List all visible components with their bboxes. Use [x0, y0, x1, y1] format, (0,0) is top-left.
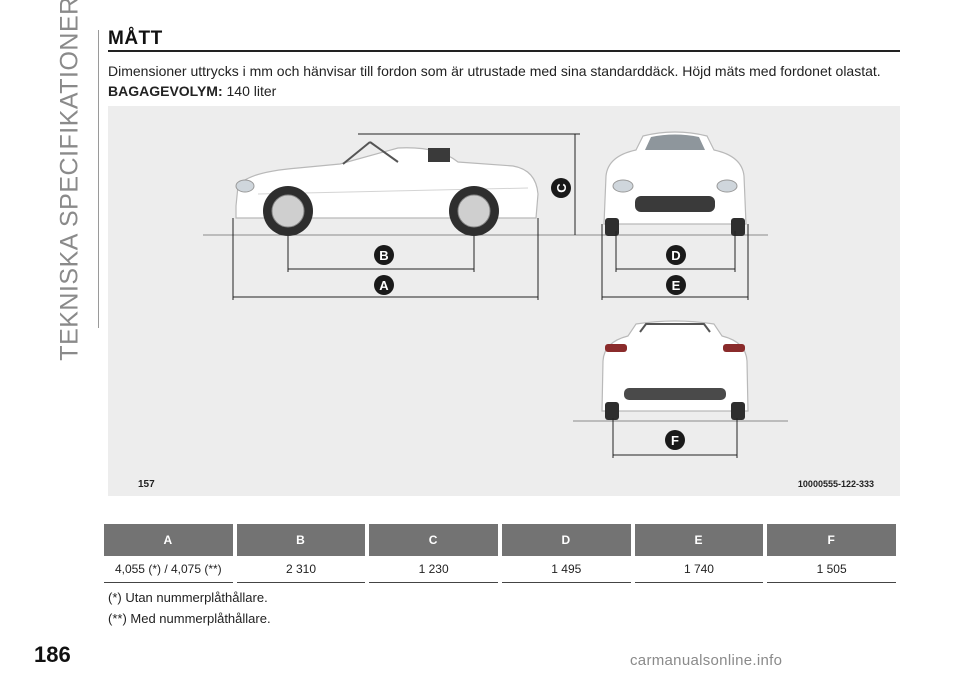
value-cell: 1 740	[634, 556, 764, 583]
badge-f: F	[665, 430, 685, 450]
badge-d: D	[666, 245, 686, 265]
title-divider	[108, 50, 900, 52]
badge-f-label: F	[671, 433, 679, 448]
value-cell: 2 310	[236, 556, 366, 583]
header-cell: C	[369, 524, 498, 556]
car-rear-view	[601, 320, 749, 420]
header-cell: A	[104, 524, 233, 556]
luggage-value: 140 liter	[226, 83, 277, 99]
table-row: 4,055 (*) / 4,075 (**) 2 310 1 230 1 495…	[104, 556, 896, 583]
dimensions-illustration: A B C D E F	[203, 131, 788, 458]
header-cell: F	[767, 524, 896, 556]
table-header-row: A B C D E F	[104, 524, 896, 556]
page-number: 186	[34, 642, 71, 667]
car-front-view	[603, 131, 747, 236]
figure-code: 10000555-122-333	[797, 479, 874, 489]
value-cell: 1 505	[767, 556, 896, 583]
badge-b: B	[374, 245, 394, 265]
intro-text: Dimensioner uttrycks i mm och hänvisar t…	[108, 63, 881, 79]
badge-e-label: E	[672, 278, 681, 293]
badge-b-label: B	[379, 248, 388, 263]
header-cell: E	[634, 524, 764, 556]
side-divider	[98, 30, 99, 328]
value-cell: 1 230	[369, 556, 498, 583]
luggage-volume: BAGAGEVOLYM: 140 liter	[108, 83, 276, 99]
side-section-title: TEKNISKA SPECIFIKATIONER	[50, 0, 90, 360]
luggage-label: BAGAGEVOLYM:	[108, 83, 223, 99]
figure-number: 157	[138, 479, 155, 490]
badge-c: C	[551, 178, 571, 198]
side-title-text: TEKNISKA SPECIFIKATIONER	[55, 0, 84, 361]
value-cell: 1 495	[501, 556, 631, 583]
watermark: carmanualsonline.info	[630, 652, 783, 669]
car-side-view	[235, 141, 539, 236]
value-cell: 4,055 (*) / 4,075 (**)	[104, 556, 233, 583]
badge-d-label: D	[671, 248, 680, 263]
footnote-with-holder: (**) Med nummerplåthållare.	[108, 611, 271, 626]
dimensions-table: A B C D E F 4,055 (*) / 4,075 (**) 2 310…	[100, 524, 900, 583]
badge-e: E	[666, 275, 686, 295]
header-cell: B	[236, 524, 366, 556]
badge-c-label: C	[554, 183, 569, 193]
badge-a: A	[374, 275, 394, 295]
dimensions-figure: A B C D E F 157 10000555-122-333	[108, 106, 900, 496]
badge-a-label: A	[379, 278, 389, 293]
footnote-without-holder: (*) Utan nummerplåthållare.	[108, 590, 268, 605]
header-cell: D	[501, 524, 631, 556]
section-title: MÅTT	[108, 28, 163, 49]
